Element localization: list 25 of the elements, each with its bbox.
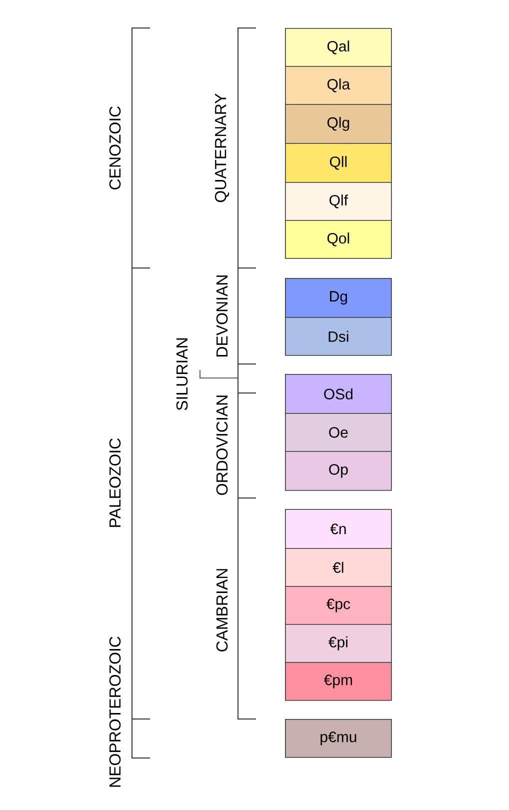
period-label: ORDOVICIAN [216, 396, 228, 495]
unit-box: Dg [285, 278, 392, 318]
unit-box: €pm [285, 662, 392, 701]
period-label: QUATERNARY [214, 94, 230, 202]
unit-box: Op [285, 451, 392, 491]
period-label: CAMBRIAN [216, 569, 228, 652]
unit-box: Qlf [285, 182, 392, 221]
unit-box: Qol [285, 220, 392, 259]
unit-box: Dsi [285, 317, 392, 356]
unit-box: p€mu [285, 719, 392, 758]
unit-box: Qal [285, 28, 392, 67]
period-label: SILURIAN [176, 338, 188, 410]
unit-box: Qlg [285, 104, 392, 144]
unit-box: Qll [285, 143, 392, 183]
unit-box: Qla [285, 66, 392, 105]
unit-box: Oe [285, 413, 392, 452]
unit-box: €pi [285, 624, 392, 663]
period-label: DEVONIAN [216, 276, 228, 356]
unit-box: €pc [285, 586, 392, 625]
unit-box: OSd [285, 374, 392, 414]
era-label: CENOZOIC [109, 106, 121, 190]
unit-box: €l [285, 548, 392, 587]
unit-box: €n [285, 509, 392, 549]
era-label: PALEOZOIC [109, 438, 121, 527]
era-label: NEOPROTEROZOIC [109, 636, 121, 787]
